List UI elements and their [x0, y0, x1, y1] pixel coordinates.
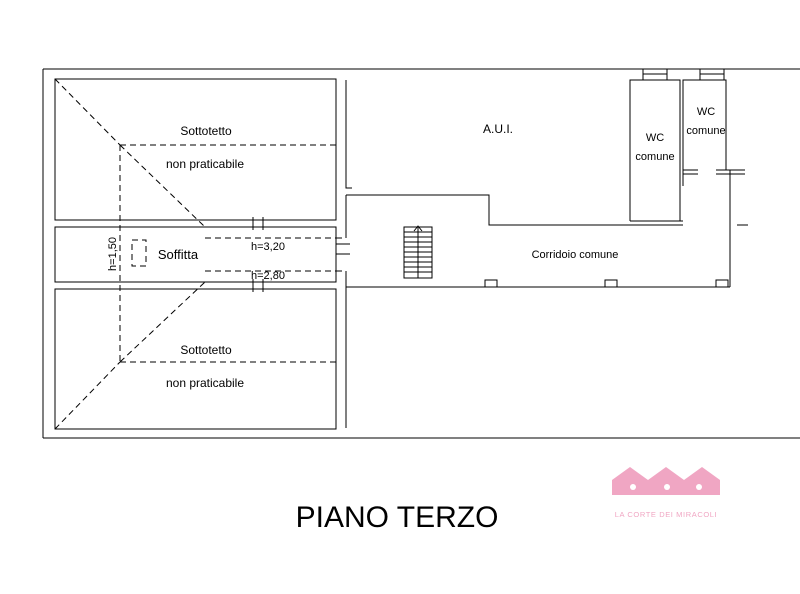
logo-text: LA CORTE DEI MIRACOLI: [615, 510, 717, 519]
attic-walls: [54, 78, 337, 430]
building-outline: [42, 68, 800, 439]
lower-attic-label-2: non praticabile: [166, 376, 244, 390]
loft-door-marks: [252, 217, 350, 292]
loft-label: Soffitta: [158, 247, 199, 262]
brand-logo: LA CORTE DEI MIRACOLI: [612, 467, 720, 519]
roof-lines: [54, 78, 346, 430]
floor-title: PIANO TERZO: [296, 501, 499, 534]
lower-attic-label-1: Sottotetto: [180, 343, 232, 357]
right-walls: [345, 68, 748, 428]
wc-right-label-1: WC: [697, 106, 715, 118]
wc-left-label-1: WC: [646, 132, 664, 144]
aui-label: A.U.I.: [483, 122, 513, 136]
loft-height-label: h=1,50: [107, 237, 119, 271]
upper-attic-label-2: non praticabile: [166, 157, 244, 171]
wc-left-label-2: comune: [635, 151, 674, 163]
corridor-label: Corridoio comune: [532, 249, 619, 261]
staircase: [403, 225, 433, 279]
wc-right-label-2: comune: [686, 125, 725, 137]
houses-icon: [612, 467, 720, 495]
upper-attic-label-1: Sottotetto: [180, 124, 232, 138]
upper-height-label: h=3,20: [251, 241, 285, 253]
lower-height-label: h=2,80: [251, 270, 285, 282]
